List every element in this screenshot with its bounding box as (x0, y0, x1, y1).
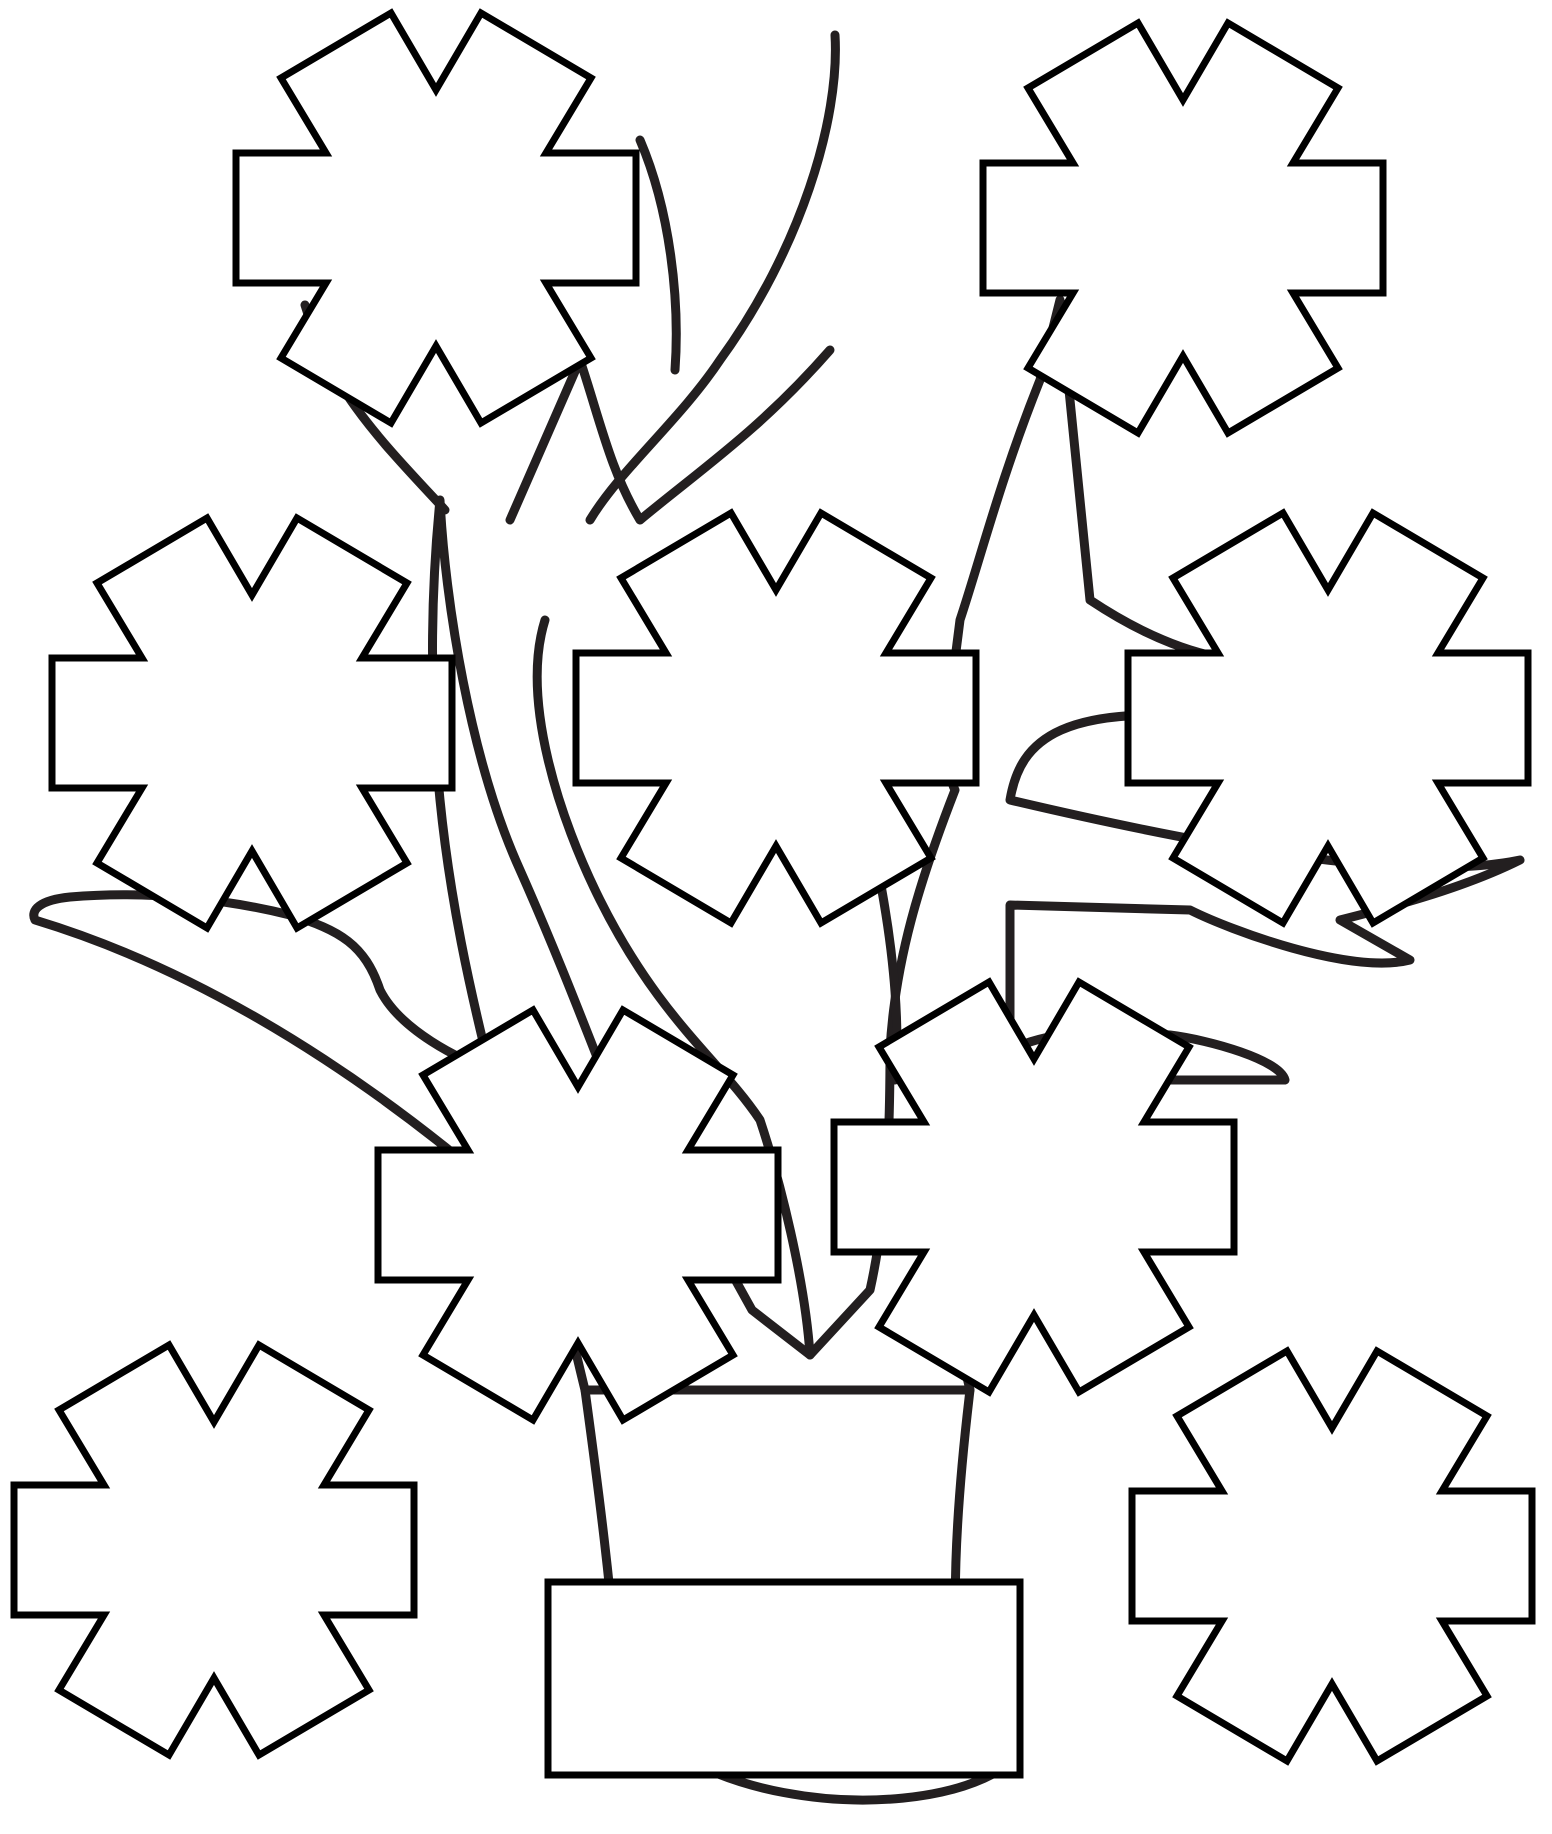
flower-4-star[interactable] (576, 513, 976, 923)
flower-8-star[interactable] (14, 1345, 414, 1755)
flower-9-star[interactable] (1132, 1351, 1532, 1761)
branch-upper-right-slim (640, 140, 676, 370)
flower-1-star[interactable] (236, 13, 636, 423)
flower-3-star[interactable] (52, 518, 452, 928)
name-label-box[interactable] (548, 1582, 1020, 1775)
flower-2-star[interactable] (983, 23, 1383, 433)
